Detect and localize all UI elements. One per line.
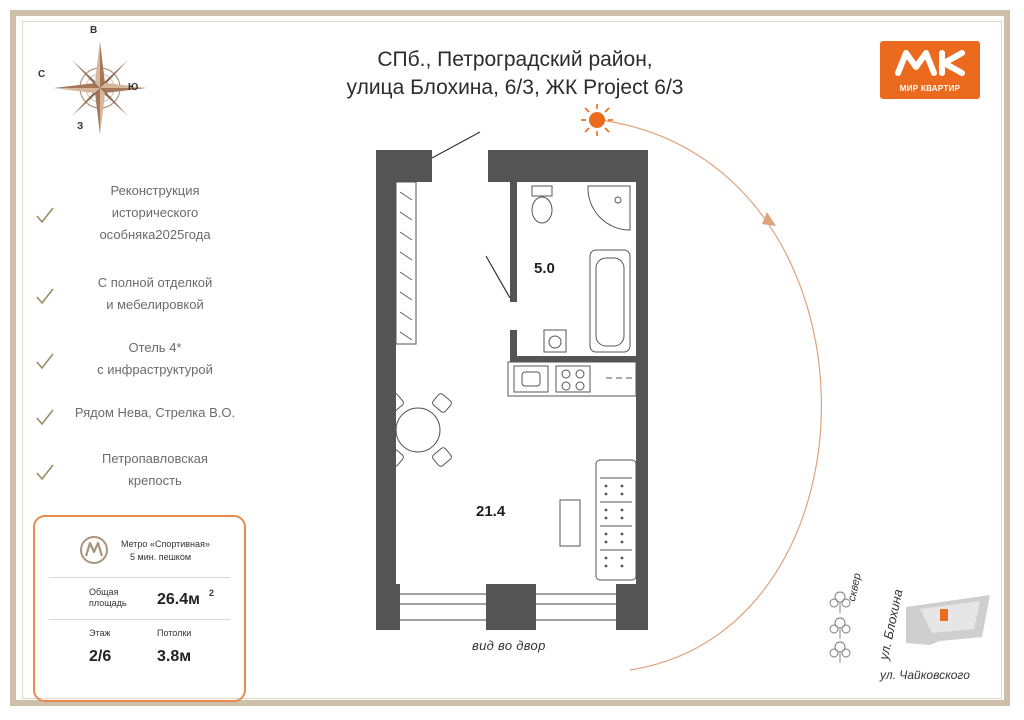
title-line-2: улица Блохина, 6/3, ЖК Project 6/3: [346, 76, 684, 99]
check-icon: [36, 464, 54, 481]
total-area-value: 26.4м: [157, 591, 200, 608]
compass-north: В: [90, 25, 98, 36]
brand-logo: МИР КВАРТИР: [880, 41, 980, 99]
info-card: Метро «Спортивная» 5 мин. пешком Общая п…: [33, 515, 246, 702]
metro-icon: [80, 536, 108, 564]
moon-icon: [616, 658, 627, 680]
room-area-label: 21.4: [476, 503, 506, 520]
check-icon: [36, 353, 54, 370]
feature-item: Отель 4* с инфраструктурой: [97, 340, 213, 377]
outer-frame: [10, 10, 1010, 706]
feature-item: С полной отделкой и мебелировкой: [97, 275, 213, 312]
total-area-label: Общая: [89, 587, 119, 597]
ceiling-label: Потолки: [157, 628, 192, 638]
compass-south: З: [77, 121, 84, 132]
feature-item: Рядом Нева, Стрелка В.О.: [74, 405, 236, 420]
floor-value: 2/6: [89, 648, 112, 665]
logo-mark-icon: [895, 50, 965, 76]
sun-icon: [581, 104, 613, 136]
street-horizontal-label: ул. Чайковского: [880, 668, 970, 682]
title-line-1: СПб., Петроградский район,: [377, 48, 653, 71]
area-unit-superscript: 2: [209, 588, 215, 598]
sun-path-arc: [599, 119, 823, 671]
divider: [49, 577, 230, 578]
check-icon: [36, 288, 54, 305]
total-area-label-2: площадь: [89, 598, 127, 608]
feature-item: Реконструкция исторического особняка2025…: [99, 183, 211, 242]
location-map: [829, 591, 990, 663]
divider: [49, 619, 230, 620]
inner-frame: [22, 21, 1002, 699]
check-icon: [36, 207, 54, 224]
metro-walk-time: 5 мин. пешком: [130, 552, 192, 562]
metro-name: Метро «Спортивная»: [121, 539, 210, 549]
check-icon: [36, 409, 54, 426]
logo-caption: МИР КВАРТИР: [899, 84, 961, 93]
compass-west: С: [38, 69, 46, 80]
bathroom-area-label: 5.0: [534, 260, 555, 277]
feature-item: Петропавловская крепость: [102, 451, 208, 488]
compass-east: Ю: [128, 82, 139, 93]
compass-rose-icon: [54, 42, 146, 134]
ceiling-value: 3.8м: [157, 648, 192, 665]
floor-plan: [376, 131, 648, 630]
floor-label: Этаж: [89, 628, 111, 638]
view-label: вид во двор: [472, 638, 546, 653]
